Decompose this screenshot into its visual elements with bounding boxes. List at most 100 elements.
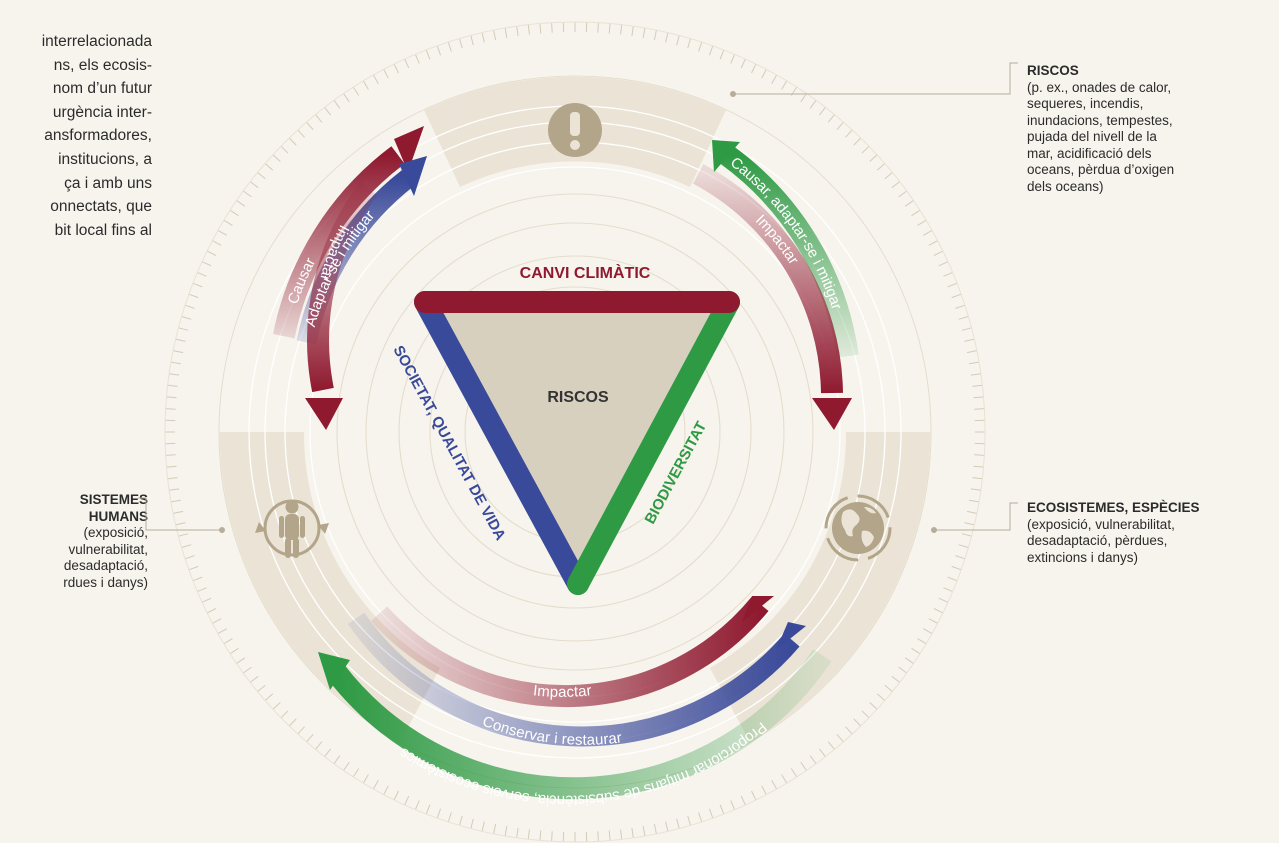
ring-tick [170, 499, 181, 503]
note-desc: pujada del nivell de la [1027, 129, 1157, 144]
ring-tick [280, 145, 289, 154]
ring-tick [516, 827, 519, 838]
ring-tick [206, 608, 217, 614]
note-title: HUMANS [88, 508, 148, 524]
globe-continent [861, 530, 874, 547]
intro-line: bit local fins al [54, 221, 152, 239]
ring-tick [698, 812, 703, 823]
ring-tick [809, 100, 817, 109]
ring-tick [751, 63, 757, 74]
ring-tick [243, 666, 252, 674]
ring-tick [869, 154, 878, 162]
ecosystem-sector-icon [824, 494, 892, 562]
note-desc: extincions i danys) [1027, 549, 1139, 565]
ring-tick [943, 271, 953, 277]
ring-tick [911, 209, 921, 217]
ring-tick [676, 35, 680, 46]
note-desc: rdues i danys) [63, 574, 148, 590]
ring-tick [923, 628, 933, 635]
ring-tick [551, 22, 553, 33]
ring-tick [165, 408, 176, 410]
ring-tick [923, 229, 933, 236]
ring-tick [845, 726, 853, 735]
ring-tick [608, 23, 611, 34]
ring-tick [184, 304, 195, 309]
ring-tick [898, 190, 907, 198]
ring-tick [955, 555, 966, 560]
ring-tick [964, 522, 975, 526]
ring-tick [188, 293, 199, 299]
ring-tick [447, 812, 452, 823]
ring-tick [201, 261, 212, 267]
ring-tick [904, 200, 914, 207]
ring-tick [928, 618, 938, 624]
ring-tick [800, 93, 807, 103]
ring-tick [730, 800, 736, 810]
ring-tick [352, 768, 360, 778]
ring-tick [951, 565, 962, 571]
ring-tick [201, 597, 212, 603]
ring-tick [170, 361, 181, 365]
ring-tick [631, 827, 634, 838]
ring-tick [676, 818, 680, 829]
ring-tick [698, 41, 703, 52]
ring-tick [665, 821, 669, 832]
ring-tick [620, 829, 623, 840]
ring-tick [516, 26, 519, 37]
ring-tick [961, 533, 972, 537]
ring-tick [969, 361, 980, 365]
ring-tick [481, 821, 485, 832]
ring-tick [504, 27, 508, 38]
ring-tick [730, 54, 736, 64]
ring-tick [436, 808, 442, 819]
ring-tick [167, 384, 178, 387]
ring-tick [470, 35, 474, 46]
note-title: ECOSISTEMES, ESPÈCIES [1027, 500, 1200, 515]
ring-tick [175, 522, 186, 526]
ring-tick [761, 785, 767, 795]
ring-tick [459, 38, 463, 49]
ring-tick [459, 815, 463, 826]
ring-tick [884, 684, 893, 692]
ring-tick [249, 675, 259, 683]
ring-tick [951, 293, 962, 299]
ring-tick [223, 638, 233, 645]
ring-tick [740, 58, 746, 69]
ring-tick [306, 121, 314, 131]
ecosistemes-leader-line [935, 502, 1018, 531]
ring-tick [206, 250, 217, 256]
ring-tick [708, 45, 714, 56]
ring-tick [973, 396, 984, 399]
ring-tick [280, 710, 289, 719]
ring-tick [970, 488, 981, 491]
ring-tick [272, 154, 281, 162]
right-inner-arrow-band [693, 164, 843, 394]
ring-tick [827, 114, 835, 123]
ring-tick [343, 761, 350, 771]
ring-tick [966, 510, 977, 514]
ring-tick [818, 748, 826, 758]
ring-tick [947, 576, 958, 582]
ring-tick [719, 49, 725, 60]
ring-tick [943, 587, 953, 593]
ring-tick [917, 219, 927, 226]
note-title: SISTEMES [79, 492, 148, 507]
ring-tick [898, 666, 907, 674]
ring-tick [966, 350, 977, 354]
note-desc: inundacions, tempestes, [1027, 112, 1173, 128]
ring-tick [642, 826, 646, 837]
ring-tick [917, 638, 927, 645]
ring-tick [853, 718, 862, 727]
note-desc: desadaptació, pèrdues, [1027, 533, 1168, 548]
ring-tick [173, 350, 184, 354]
bottom-outer-arrowhead [318, 652, 350, 690]
ring-tick [800, 761, 807, 771]
human-sector-icon [255, 499, 329, 558]
ring-tick [333, 100, 341, 109]
ring-tick [197, 587, 207, 593]
intro-text: interrelacionada ns, els ecosis- nom d’u… [0, 30, 152, 242]
ring-tick [947, 282, 958, 288]
ring-tick [324, 748, 332, 758]
note-desc: sequeres, incendis, [1027, 96, 1144, 111]
ring-tick [539, 830, 542, 841]
